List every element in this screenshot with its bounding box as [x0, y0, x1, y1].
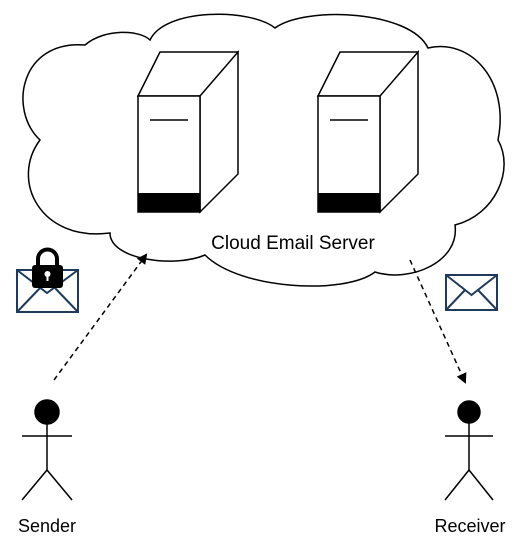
locked-envelope-icon — [16, 247, 79, 313]
cloud-to-receiver-arrow — [409, 259, 467, 384]
envelope-icon — [445, 274, 498, 311]
person-icon — [444, 400, 494, 501]
sender-label: Sender — [18, 516, 76, 536]
receiver-label: Receiver — [434, 516, 505, 536]
sender-to-cloud-arrow — [53, 253, 148, 381]
person-icon — [21, 399, 73, 501]
server-icon — [136, 49, 240, 214]
server-icon — [316, 49, 420, 214]
cloud-label: Cloud Email Server — [211, 233, 375, 254]
